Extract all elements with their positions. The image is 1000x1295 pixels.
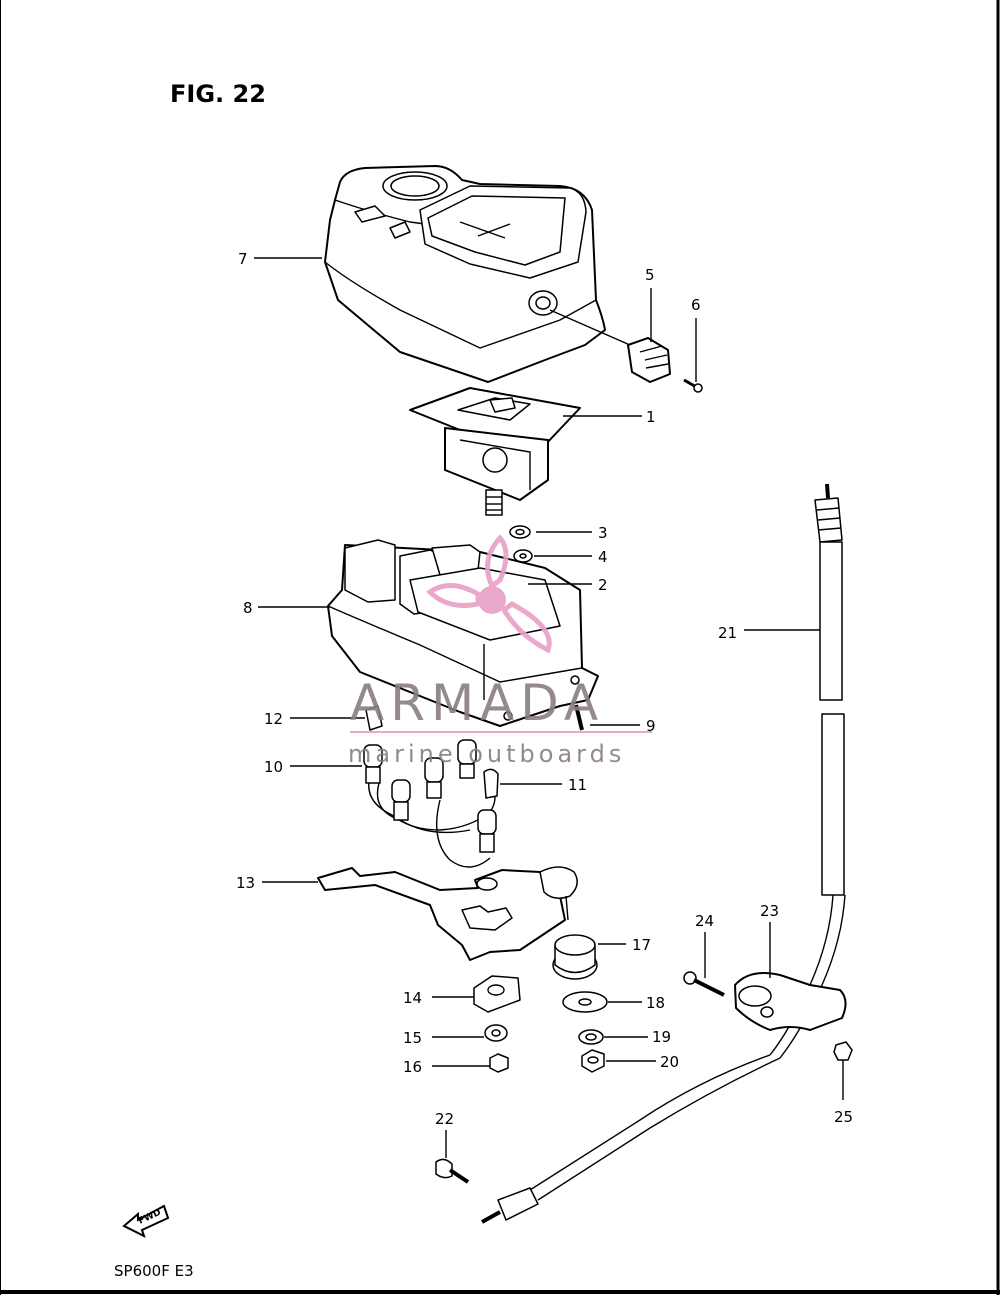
part-18-washer — [562, 991, 608, 1013]
propeller-logo-icon — [426, 534, 552, 654]
callout-1: 1 — [646, 408, 656, 426]
model-code: SP600F E3 — [114, 1262, 194, 1280]
part-22-screw — [435, 1158, 470, 1184]
callout-3: 3 — [598, 524, 608, 542]
callout-7: 7 — [238, 250, 248, 268]
callout-12: 12 — [264, 710, 283, 728]
callout-18: 18 — [646, 994, 665, 1012]
callout-2: 2 — [598, 576, 608, 594]
part-13-bracket — [317, 866, 578, 961]
part-25-nut — [833, 1041, 853, 1061]
callout-25: 25 — [834, 1108, 853, 1126]
part-9-screw — [574, 704, 584, 731]
part-19-washer — [578, 1029, 604, 1045]
part-6-screw — [683, 378, 703, 393]
callout-15: 15 — [403, 1029, 422, 1047]
watermark-tagline: marine outboards — [348, 740, 625, 768]
callout-17: 17 — [632, 936, 651, 954]
part-20-nut — [581, 1049, 605, 1073]
part-10-bulb-sockets — [363, 739, 497, 868]
callout-8: 8 — [243, 599, 253, 617]
callout-6: 6 — [691, 296, 701, 314]
callout-10: 10 — [264, 758, 283, 776]
callout-4: 4 — [598, 548, 608, 566]
part-15-washer — [484, 1024, 508, 1042]
callout-24: 24 — [695, 912, 714, 930]
part-21-speedometer-cable — [481, 483, 846, 1224]
part-11-bulb — [483, 768, 499, 799]
part-17-grommet — [552, 934, 598, 980]
part-3-washer — [509, 525, 531, 539]
callout-5: 5 — [645, 266, 655, 284]
part-14-cushion — [473, 975, 521, 1013]
callout-21: 21 — [718, 624, 737, 642]
figure-title: FIG. 22 — [170, 80, 266, 108]
part-16-nut — [489, 1053, 509, 1073]
part-12-bulb — [365, 705, 383, 731]
part-1-speedometer — [409, 387, 581, 516]
leader-lines — [254, 257, 844, 1158]
callout-19: 19 — [652, 1028, 671, 1046]
callout-11: 11 — [568, 776, 587, 794]
part-23-clamp — [734, 972, 847, 1031]
callout-23: 23 — [760, 902, 779, 920]
part-24-bolt — [683, 971, 725, 997]
callout-14: 14 — [403, 989, 422, 1007]
part-7-meter-cover — [324, 165, 606, 383]
callout-16: 16 — [403, 1058, 422, 1076]
watermark: ARMADA marine outboards — [348, 534, 652, 768]
callout-13: 13 — [236, 874, 255, 892]
part-5-trip-knob — [549, 309, 671, 383]
callout-22: 22 — [435, 1110, 454, 1128]
callout-9: 9 — [646, 717, 656, 735]
callout-20: 20 — [660, 1053, 679, 1071]
fwd-arrow-icon: FWD — [122, 1204, 170, 1238]
watermark-brand: ARMADA — [350, 674, 604, 732]
